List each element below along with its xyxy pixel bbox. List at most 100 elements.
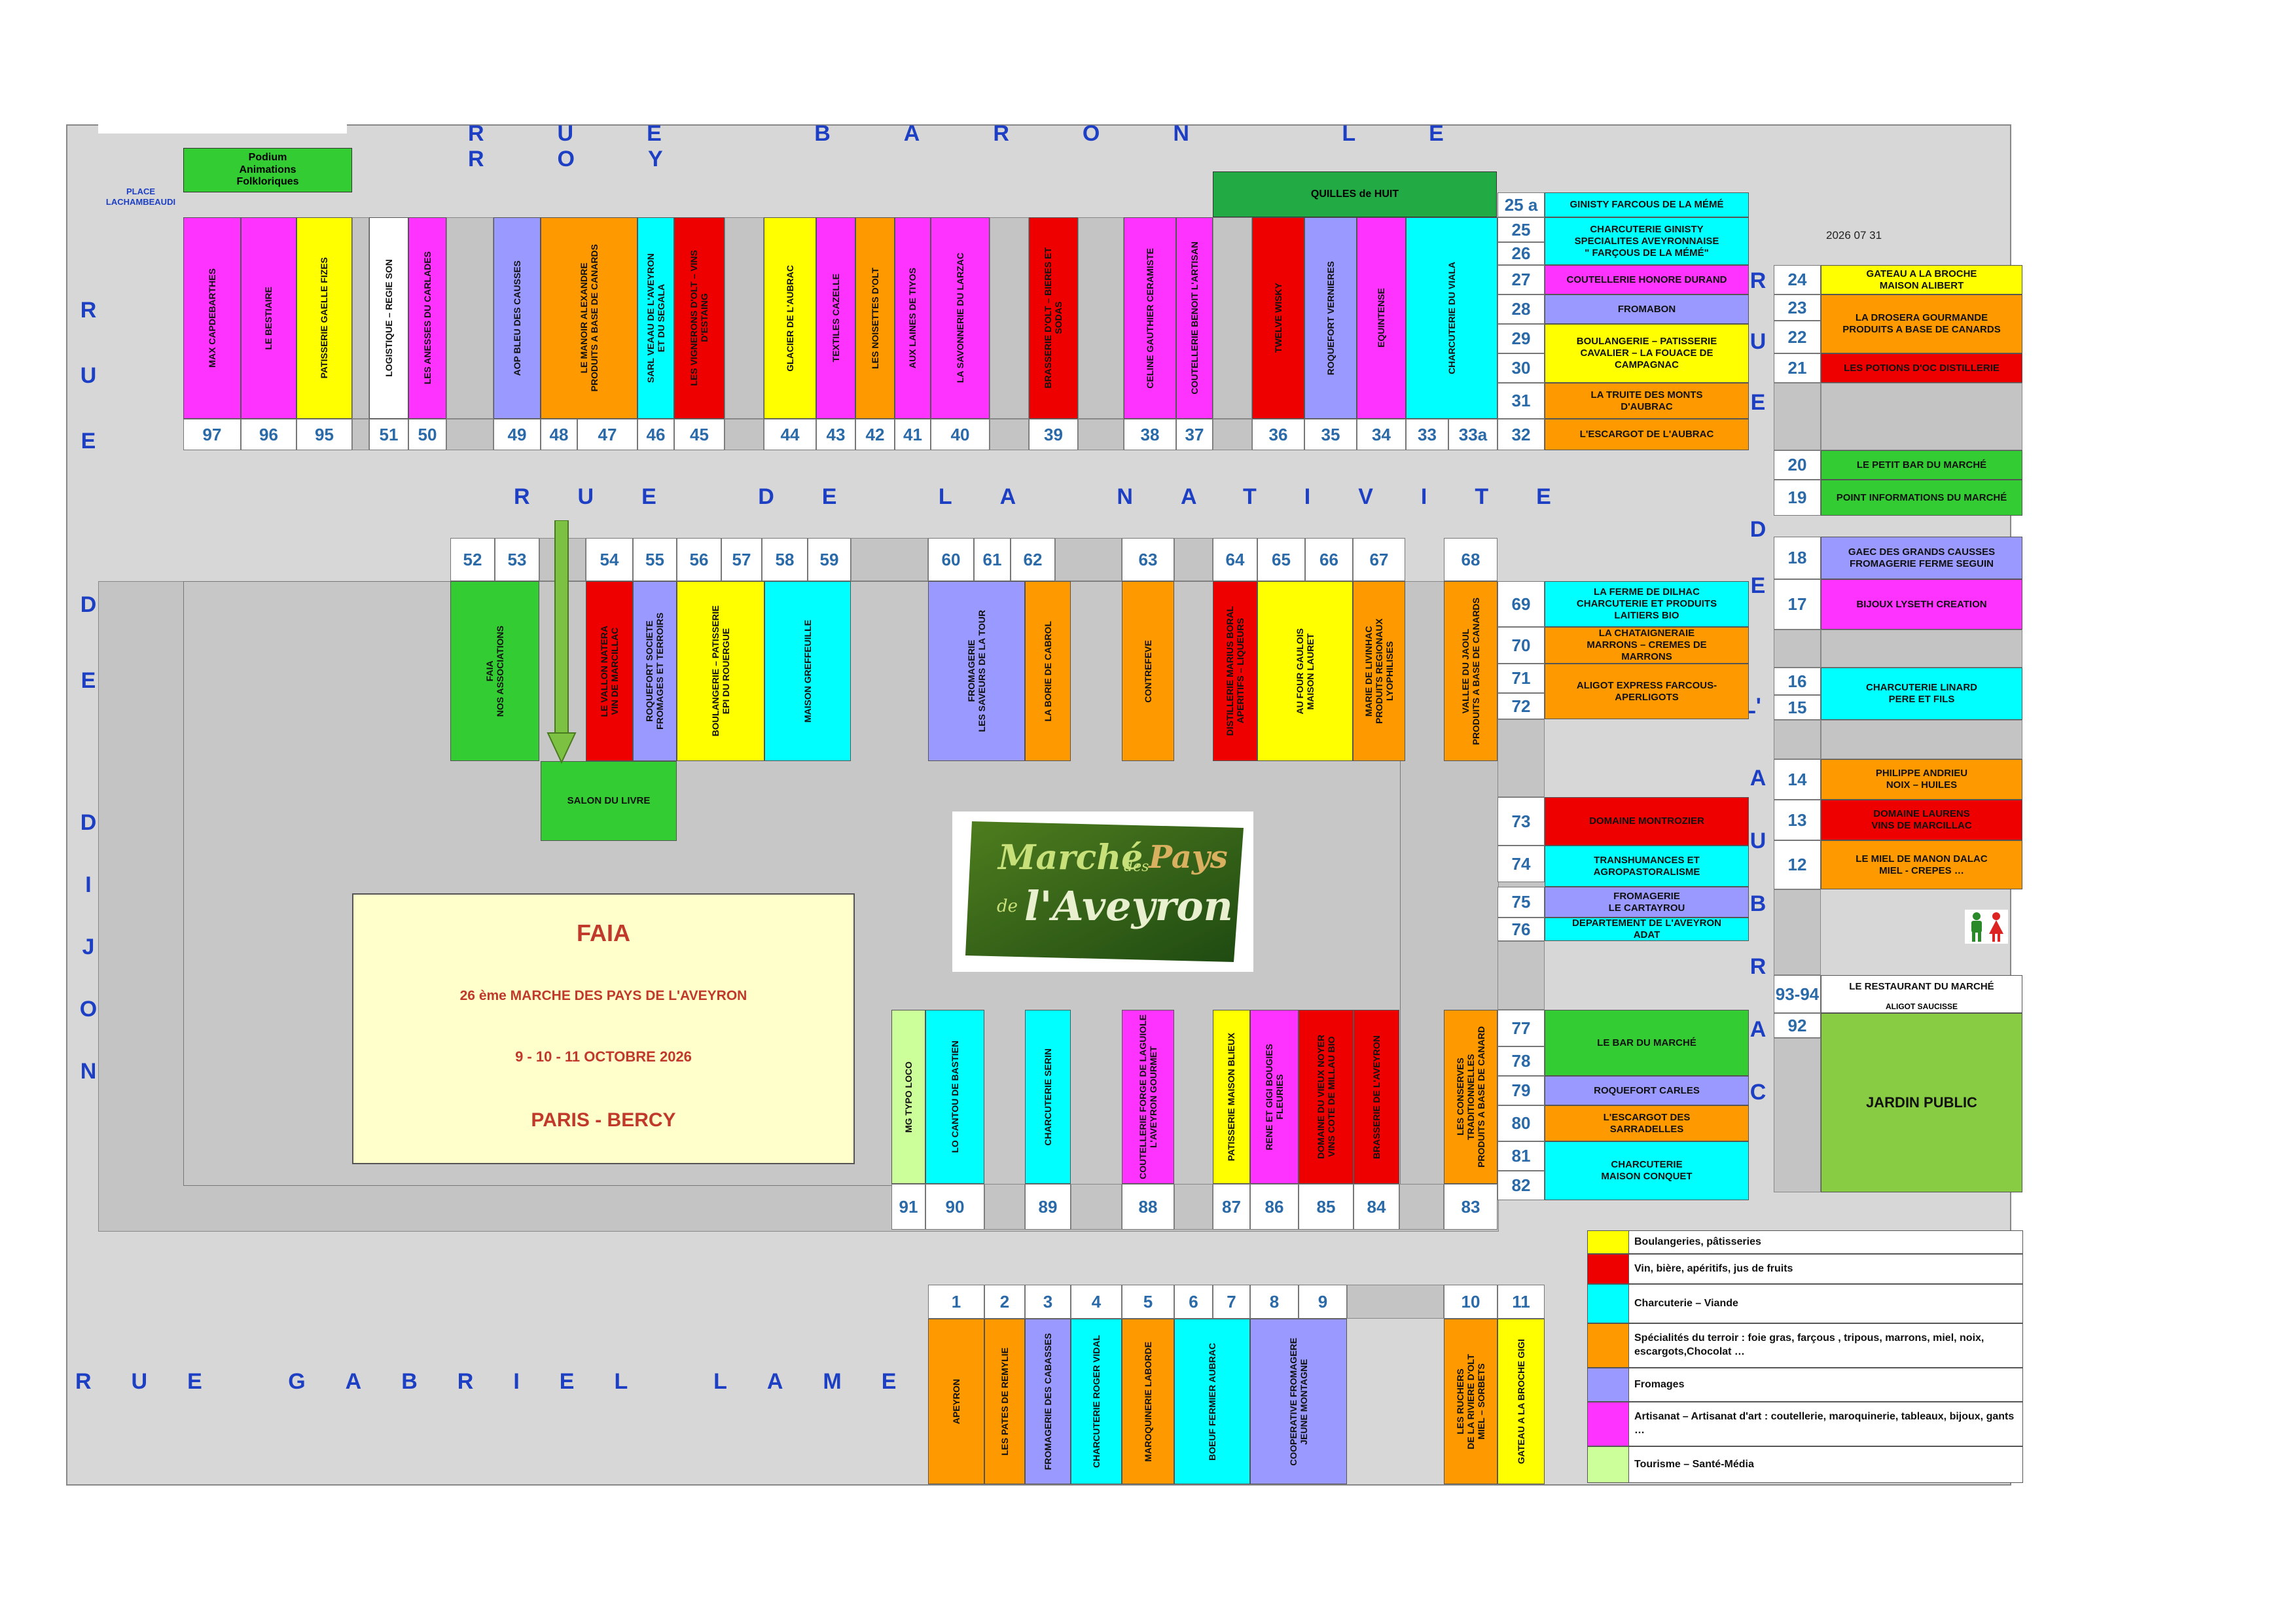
stall-lo-cantou-de-bastien[interactable]: LO CANTOU DE BASTIEN [925, 1010, 984, 1184]
stall-gaec-grands-causses[interactable]: GAEC DES GRANDS CAUSSES FROMAGERIE FERME… [1821, 537, 2022, 579]
stall-conserves-traditionnelles[interactable]: LES CONSERVES TRADITIONNELLES PRODUITS A… [1444, 1010, 1498, 1184]
stall-brasserie-de-l-aveyron[interactable]: BRASSERIE DE L'AVEYRON [1354, 1010, 1399, 1184]
stall-jardin-public[interactable]: JARDIN PUBLIC [1821, 1013, 2022, 1192]
stall-le-vallon-natera[interactable]: LE VALLON NATERA VIN DE MARCILLAC [586, 581, 633, 761]
stall-potions-d-oc[interactable]: LES POTIONS D'OC DISTILLERIE [1821, 353, 2022, 383]
stall-number: 10 [1444, 1285, 1498, 1319]
stall-gateau-maison-alibert[interactable]: GATEAU A LA BROCHE MAISON ALIBERT [1821, 265, 2022, 294]
stall-distillerie-marius-boral[interactable]: DISTILLERIE MARIUS BORAL APERITIFS – LIQ… [1213, 581, 1257, 761]
stall-la-chataigneraie[interactable]: LA CHATAIGNERAIE MARRONS – CREMES DE MAR… [1545, 627, 1749, 664]
stall-miel-de-manon[interactable]: LE MIEL DE MANON DALAC MIEL - CREPES … [1821, 840, 2022, 889]
legend-swatch [1588, 1368, 1629, 1401]
stall-charcuterie-roger-vidal[interactable]: CHARCUTERIE ROGER VIDAL [1071, 1319, 1122, 1484]
stall-domaine-montrozier[interactable]: DOMAINE MONTROZIER [1545, 797, 1749, 846]
stall-truite-des-monts[interactable]: LA TRUITE DES MONTS D'AUBRAC [1545, 383, 1749, 419]
stall-fromagerie-cartayrou[interactable]: FROMAGERIE LE CARTAYROU [1545, 887, 1749, 918]
stall-le-manor-alexandre[interactable]: LE MANOIR ALEXANDRE PRODUITS A BASE DE C… [541, 217, 637, 419]
stall-domaine-laurens[interactable]: DOMAINE LAURENS VINS DE MARCILLAC [1821, 800, 2022, 840]
stall-epi-du-rouergue[interactable]: BOULANGERIE – PATISSERIE EPI DU ROUERGUE [677, 581, 764, 761]
stall-faia-associations[interactable]: FAIA NOS ASSOCIATIONS [450, 581, 539, 761]
stall-escargot-des-sarradelles[interactable]: L'ESCARGOT DES SARRADELLES [1545, 1105, 1749, 1141]
stall-coutellerie-honore-durand[interactable]: COUTELLERIE HONORE DURAND [1545, 265, 1749, 294]
stall-la-drosera-gourmande[interactable]: LA DROSERA GOURMANDE PRODUITS A BASE DE … [1821, 294, 2022, 353]
stall-domaine-du-vieux-noyer[interactable]: DOMAINE DU VIEUX NOYER VINS COTE DE MILL… [1299, 1010, 1354, 1184]
stall-row1-7[interactable]: SARL VEAAU DE L'AVEYRON ET DU SEGALA [637, 217, 674, 419]
stall-maroquinerie-laborde[interactable]: MAROQUINERIE LABORDE [1122, 1319, 1174, 1484]
stall-row1-10[interactable]: TEXTILES CAZELLE [816, 217, 855, 419]
stall-row1-13[interactable]: LA SAVONNERIE DU LARZAC [931, 217, 990, 419]
stall-vallee-du-jaoul[interactable]: VALLEE DU JAOUL PRODUITS A BASE DE CANAR… [1444, 581, 1498, 761]
stall-roquefort-carles[interactable]: ROQUEFORT CARLES [1545, 1076, 1749, 1105]
stall-fromabon[interactable]: FROMABON [1545, 294, 1749, 324]
stall-row1-3[interactable]: LOGISTIQUE – REGIE SON [369, 217, 408, 419]
stall-au-four-gaulois[interactable]: AU FOUR GAULOIS MAISON LAURET [1257, 581, 1353, 761]
stall-philippe-andrieu[interactable]: PHILIPPE ANDRIEU NOIX – HUILES [1821, 759, 2022, 800]
stall-charcuterie-linard[interactable]: CHARCUTERIE LINARD PERE ET FILS [1821, 668, 2022, 720]
stall-row1-8[interactable]: LES VIGNERONS D'OLT – VINS D'ESTAING [674, 217, 725, 419]
stall-number: 68 [1444, 538, 1498, 581]
stall-row1-5[interactable]: AOP BLEU DES CAUSSES [493, 217, 541, 419]
stall-apeyron[interactable]: APEYRON [928, 1319, 984, 1484]
stall-pates-de-remylie[interactable]: LES PATES DE REMYLIE [984, 1319, 1025, 1484]
stall-contrefeve[interactable]: CONTREFEVE [1122, 581, 1174, 761]
stall-number: 43 [816, 419, 855, 450]
stall-row1-16[interactable]: COUTELLERIE BENOIT L'ARTISAN [1176, 217, 1213, 419]
empty-cell [1174, 1184, 1213, 1230]
stall-row1-18[interactable]: ROQUEFORT VERNIERES [1304, 217, 1357, 419]
stall-ruchers-riviere-d-olt[interactable]: LES RUCHERS DE LA RIVIERE D'OLT MIEL – S… [1444, 1319, 1498, 1484]
stall-point-informations[interactable]: POINT INFORMATIONS DU MARCHÉ [1821, 480, 2022, 516]
stall-ginisty-farcous[interactable]: GINISTY FARCOUS DE LA MÉMÉ [1545, 192, 1749, 217]
stall-charcuterie-linard-label: CHARCUTERIE LINARD PERE ET FILS [1866, 682, 1977, 705]
stall-row1-2[interactable]: PATISSERIE GAELLE FIZES [296, 217, 352, 419]
stall-aligot-express[interactable]: ALIGOT EXPRESS FARCOUS- APERLIGOTS [1545, 664, 1749, 719]
stall-row1-14[interactable]: BRASSERIE D'OLT – BIERES ET SODAS [1029, 217, 1078, 419]
stall-charcuterie-conquet[interactable]: CHARCUTERIE MAISON CONQUET [1545, 1141, 1749, 1200]
stall-ferme-de-dilhac[interactable]: LA FERME DE DILHAC CHARCUTERIE ET PRODUI… [1545, 581, 1749, 627]
stall-number: 76 [1498, 918, 1545, 941]
stall-boulangerie-cavalier[interactable]: BOULANGERIE – PATISSERIE CAVALIER – LA F… [1545, 324, 1749, 383]
stall-departement-aveyron[interactable]: DEPARTEMENT DE L'AVEYRON ADAT [1545, 918, 1749, 941]
stall-row1-0[interactable]: MAX CAPDEBARTHES [183, 217, 241, 419]
stall-gateau-broche-gigi[interactable]: GATEAU A LA BROCHE GIGI [1498, 1319, 1545, 1484]
stall-forge-de-laguiole[interactable]: COUTELLERIE FORGE DE LAGUIOLE L'AVEYRON … [1122, 1010, 1174, 1184]
stall-le-bar-du-marche[interactable]: LE BAR DU MARCHÉ [1545, 1010, 1749, 1076]
stall-roquefort-societe[interactable]: ROQUEFORT SOCIETE FROMAGES ET TERROIRS [633, 581, 677, 761]
stall-row1-19[interactable]: EQUINTENSE [1357, 217, 1406, 419]
stall-le-manor-alexandre-label: LE MANOIR ALEXANDRE PRODUITS A BASE DE C… [578, 244, 600, 392]
stall-patisserie-maison-blieux[interactable]: PATISSERIE MAISON BLIEUX [1213, 1010, 1250, 1184]
stall-epi-du-rouergue-label: BOULANGERIE – PATISSERIE EPI DU ROUERGUE [709, 605, 731, 737]
stall-transhumances[interactable]: TRANSHUMANCES ET AGROPASTORALISME [1545, 846, 1749, 887]
stall-mg-typo-loco[interactable]: MG TYPO LOCO [891, 1010, 925, 1184]
stall-jeune-montagne[interactable]: COOPERATIVE FROMAGERE JEUNE MONTAGNE [1250, 1319, 1347, 1484]
stall-charcuterie-du-viala[interactable]: CHARCUTERIE DU VIALA [1406, 217, 1498, 419]
legend-item: Spécialités du terroir : foie gras, farç… [1587, 1323, 2023, 1368]
stall-row1-11[interactable]: LES NOISETTES D'OLT [855, 217, 895, 419]
stall-number: 85 [1299, 1184, 1354, 1230]
stall-domaine-montrozier-label: DOMAINE MONTROZIER [1589, 815, 1704, 827]
stall-row1-15[interactable]: CELINE GAUTHIER CERAMISTE [1124, 217, 1176, 419]
stall-fromagerie-des-cabasses[interactable]: FROMAGERIE DES CABASSES [1025, 1319, 1071, 1484]
stall-charcuterie-serin[interactable]: CHARCUTERIE SERIN [1025, 1010, 1071, 1184]
stall-maison-greffeuille[interactable]: MAISON GREFFEUILLE [764, 581, 851, 761]
street-right-4-text: AUBRAC [1746, 766, 1770, 1143]
stall-row1-9[interactable]: GLACIER DE L'AUBRAC [764, 217, 816, 419]
stall-saveurs-de-la-tour[interactable]: FROMAGERIE LES SAVEURS DE LA TOUR [928, 581, 1025, 761]
stall-number: 87 [1213, 1184, 1250, 1230]
stall-boeuf-fermier-aubrac[interactable]: BOEUF FERMIER AUBRAC [1174, 1319, 1250, 1484]
stall-bijoux-lyseth[interactable]: BIJOUX LYSETH CREATION [1821, 579, 2022, 630]
stall-charcuterie-ginisty[interactable]: CHARCUTERIE GINISTY SPECIALITES AVEYRONN… [1545, 217, 1749, 265]
stall-escargot-de-l-aubrac[interactable]: L'ESCARGOT DE L'AUBRAC [1545, 419, 1749, 450]
stall-la-borie-de-cabrol[interactable]: LA BORIE DE CABROL [1025, 581, 1071, 761]
stall-marie-de-livinhac[interactable]: MARIE DE LIVINHAC PRODUITS REGIONAUX LYO… [1353, 581, 1405, 761]
podium-label: Podium Animations Folkloriques [236, 152, 299, 188]
stall-number: 63 [1122, 538, 1174, 581]
stall-salon-du-livre[interactable]: SALON DU LIVRE [541, 761, 677, 841]
stall-aligot-express-label: ALIGOT EXPRESS FARCOUS- APERLIGOTS [1576, 679, 1717, 703]
stall-row1-17[interactable]: TWELVE WISKY [1252, 217, 1304, 419]
stall-row1-4[interactable]: LES ANESSES DU CARLADES [408, 217, 446, 419]
stall-rene-et-gigi[interactable]: RENE ET GIGI BOUGIES FLEURIES [1250, 1010, 1299, 1184]
stall-petit-bar-du-marche[interactable]: LE PETIT BAR DU MARCHÉ [1821, 450, 2022, 480]
stall-row1-12[interactable]: AUX LAINES DE TIYOS [895, 217, 931, 419]
stall-row1-1[interactable]: LE BESTIAIRE [241, 217, 296, 419]
